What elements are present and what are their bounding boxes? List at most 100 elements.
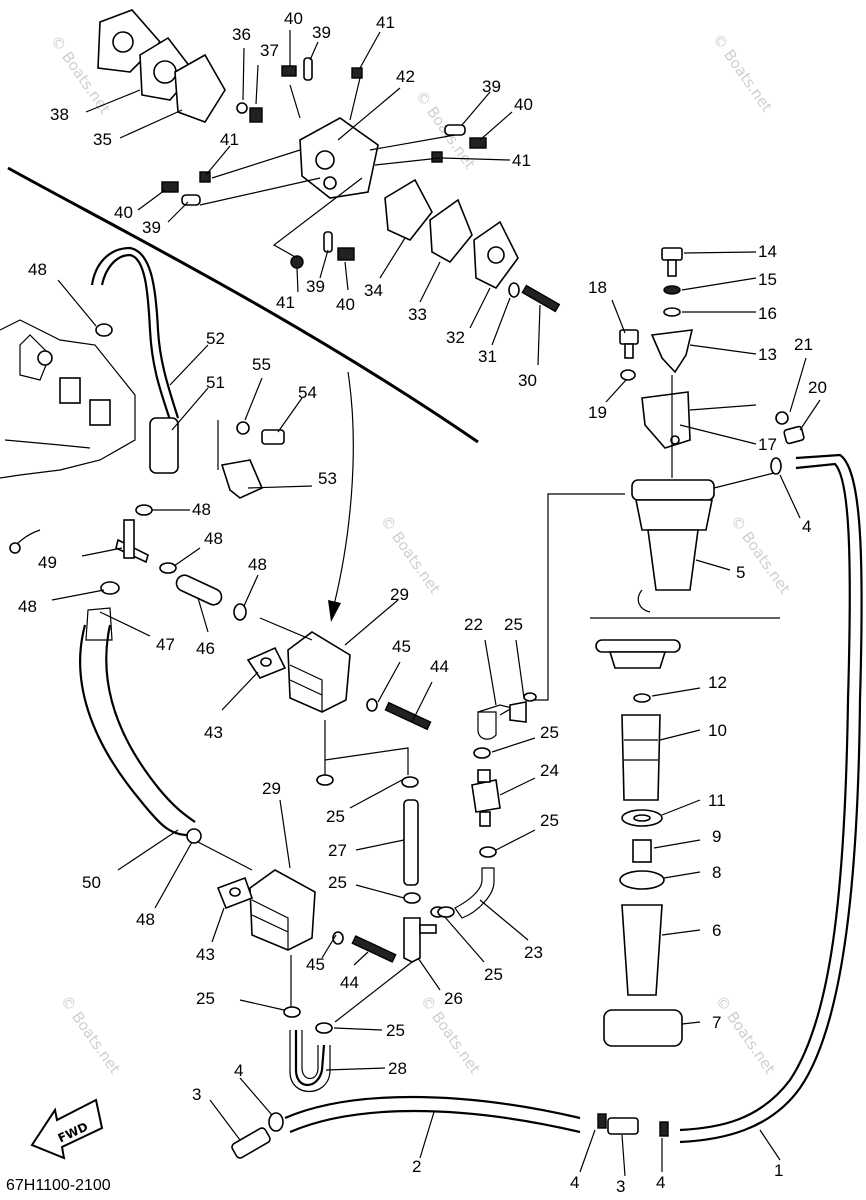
bracket-13 (650, 329, 694, 374)
callout-45: 45 (392, 637, 411, 656)
callout-18: 18 (588, 278, 607, 297)
diaphragm-35 (174, 53, 226, 123)
callout-3: 3 (192, 1085, 201, 1104)
callout-25: 25 (196, 989, 215, 1008)
screw-40b (469, 137, 487, 149)
callout-6: 6 (712, 921, 721, 940)
callout-19: 19 (588, 403, 607, 422)
pump-body-42 (299, 117, 379, 199)
section-divider-line (7, 166, 479, 444)
bolt-44b (351, 935, 397, 963)
callout-29: 29 (262, 779, 281, 798)
callout-41: 41 (276, 293, 295, 312)
bolt-20 (783, 425, 805, 445)
callout-50: 50 (82, 873, 101, 892)
callout-10: 10 (708, 721, 727, 740)
callout-23: 23 (524, 943, 543, 962)
bolt-18 (619, 329, 639, 345)
callout-40: 40 (114, 203, 133, 222)
fwd-arrow: FWD (30, 1098, 104, 1160)
callout-48: 48 (192, 500, 211, 519)
fitting-39c (181, 194, 201, 206)
hose-23 (454, 867, 495, 919)
bracket-53 (220, 459, 264, 499)
callout-5: 5 (736, 563, 745, 582)
callout-13: 13 (758, 345, 777, 364)
watermark: © Boats.net (377, 512, 444, 597)
hose-52 (100, 253, 172, 421)
washer-16 (663, 307, 681, 317)
washer-15 (663, 285, 681, 295)
callout-30: 30 (518, 371, 537, 390)
fitting-39d (323, 231, 333, 253)
callout-54: 54 (298, 383, 317, 402)
callout-25: 25 (540, 723, 559, 742)
callout-40: 40 (514, 95, 533, 114)
callout-25: 25 (326, 807, 345, 826)
callout-41: 41 (512, 151, 531, 170)
callout-11: 11 (708, 791, 726, 810)
callout-41: 41 (376, 13, 395, 32)
callout-45: 45 (306, 955, 325, 974)
callout-3: 3 (616, 1177, 625, 1196)
callout-20: 20 (808, 378, 827, 397)
screw-40 (281, 65, 297, 77)
diagram-code: 67H1100-2100 (6, 1177, 111, 1194)
callout-4: 4 (570, 1173, 579, 1192)
fitting-39 (303, 57, 313, 81)
callout-25: 25 (540, 811, 559, 830)
callout-48: 48 (136, 910, 155, 929)
spring-9 (632, 839, 652, 863)
clamp-48b (159, 562, 177, 574)
callout-42: 42 (396, 67, 415, 86)
nut-41c (199, 171, 211, 183)
washer-36 (236, 102, 248, 114)
oring-12 (633, 693, 651, 703)
hose-2 (284, 1095, 581, 1120)
upper-fuel-pump-exploded (97, 9, 561, 313)
nut-7 (603, 1009, 683, 1047)
clamp-25-top (473, 747, 491, 759)
fuel-pump-29-upper (246, 617, 432, 786)
hose-50 (79, 624, 189, 837)
callout-49: 49 (38, 553, 57, 572)
callout-48: 48 (18, 597, 37, 616)
callout-25: 25 (484, 965, 503, 984)
callout-47: 47 (156, 635, 175, 654)
hose-joint-group (79, 323, 247, 844)
callout-26: 26 (444, 989, 463, 1008)
bolt-14 (661, 247, 683, 261)
callout-9: 9 (712, 827, 721, 846)
filter-bowl-5 (647, 529, 699, 591)
callout-53: 53 (318, 469, 337, 488)
watermark: © Boats.net (57, 992, 124, 1077)
joint-26 (403, 917, 421, 963)
callout-41: 41 (220, 130, 239, 149)
watermark: © Boats.net (709, 30, 776, 115)
fuel-pump-29-lower (197, 841, 397, 1018)
assembly-arrow (328, 371, 354, 622)
callout-52: 52 (206, 329, 225, 348)
callout-22: 22 (464, 615, 483, 634)
element-10 (621, 714, 661, 801)
connector-3-right (607, 1117, 639, 1135)
callout-48: 48 (204, 529, 223, 548)
nut-41b (431, 151, 443, 163)
callout-39: 39 (312, 23, 331, 42)
callout-28: 28 (388, 1059, 407, 1078)
callout-25: 25 (328, 873, 347, 892)
hose-22 (477, 711, 497, 740)
clamp-4-top (770, 457, 782, 475)
grommet-51 (149, 417, 179, 474)
callout-36: 36 (232, 25, 251, 44)
callout-29: 29 (390, 585, 409, 604)
callout-7: 7 (712, 1013, 721, 1032)
callout-33: 33 (408, 305, 427, 324)
callout-17: 17 (758, 435, 777, 454)
washer-21 (775, 411, 789, 425)
callout-43: 43 (196, 945, 215, 964)
screw-30 (521, 284, 561, 313)
fuel-filter-assembly-5 (619, 247, 805, 613)
nut-41 (351, 67, 363, 79)
